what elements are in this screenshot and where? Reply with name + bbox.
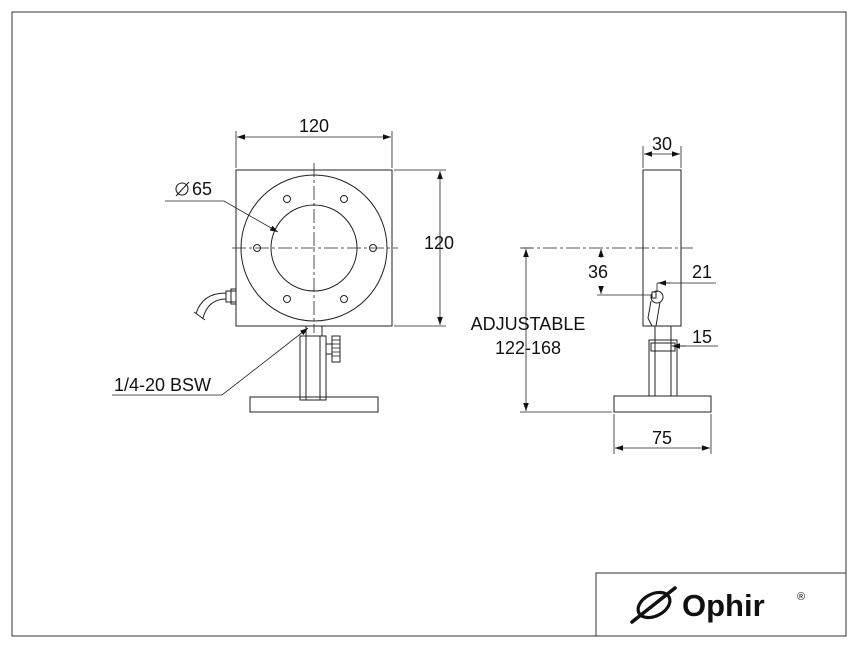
- aperture-label: 65: [192, 179, 212, 199]
- diameter-leader: [165, 200, 279, 233]
- thickness-label: 30: [652, 134, 672, 154]
- front-view: [112, 131, 446, 413]
- range-label: 122-168: [495, 338, 561, 358]
- drawing-border: [11, 11, 847, 637]
- side-post-holder: [648, 339, 678, 397]
- height-label: 120: [424, 233, 454, 253]
- thread-label: 1/4-20 BSW: [114, 375, 211, 395]
- base-plate: [249, 396, 379, 413]
- thumbscrew-knob: [331, 335, 341, 363]
- diameter-symbol-icon: [175, 182, 189, 196]
- brand-name: Ophir: [682, 588, 765, 623]
- side-view: [520, 146, 718, 454]
- side-base-plate: [613, 395, 712, 413]
- thumbscrew-stem: [325, 343, 333, 355]
- post-label: 15: [692, 327, 712, 347]
- side-post-upper: [654, 325, 672, 341]
- post-holder: [299, 335, 327, 401]
- registered-mark: ®: [797, 591, 805, 603]
- ring-screws: [253, 195, 377, 303]
- thread-leader: [112, 327, 309, 396]
- ophir-logo-icon: [630, 586, 677, 624]
- cable: [195, 292, 227, 319]
- clamp-offset-label: 21: [692, 262, 712, 282]
- base-label: 75: [652, 428, 672, 448]
- width-label: 120: [299, 116, 329, 136]
- aperture-offset-label: 36: [588, 262, 608, 282]
- adjustable-label: ADJUSTABLE: [471, 314, 586, 334]
